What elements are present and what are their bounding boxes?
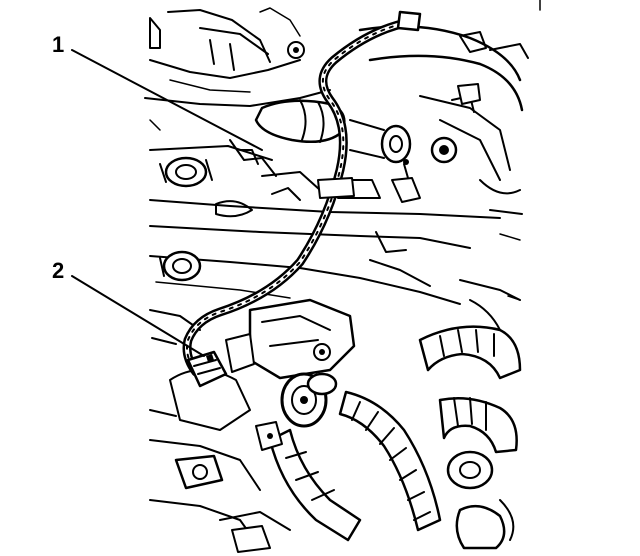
lower-valve-assembly (268, 372, 442, 542)
right-lower-hoses (418, 279, 522, 550)
lower-left-hardware (149, 421, 291, 553)
left-fitting-mid (149, 250, 202, 345)
engine-illustration (144, 0, 541, 553)
left-fitting-upper (149, 139, 321, 218)
callout-1-label: 1 (52, 32, 64, 57)
callout-1-leader (71, 49, 263, 151)
upper-right-components (358, 25, 529, 241)
callout-2: 2 (52, 258, 205, 357)
sensor-connector (186, 350, 228, 388)
callout-2-leader (71, 275, 205, 357)
center-bracket (149, 298, 356, 431)
upper-left-manifold (144, 7, 331, 107)
misc-linework (149, 0, 541, 301)
callout-2-label: 2 (52, 258, 64, 283)
callout-1: 1 (52, 32, 263, 151)
wire-harness (182, 10, 422, 377)
